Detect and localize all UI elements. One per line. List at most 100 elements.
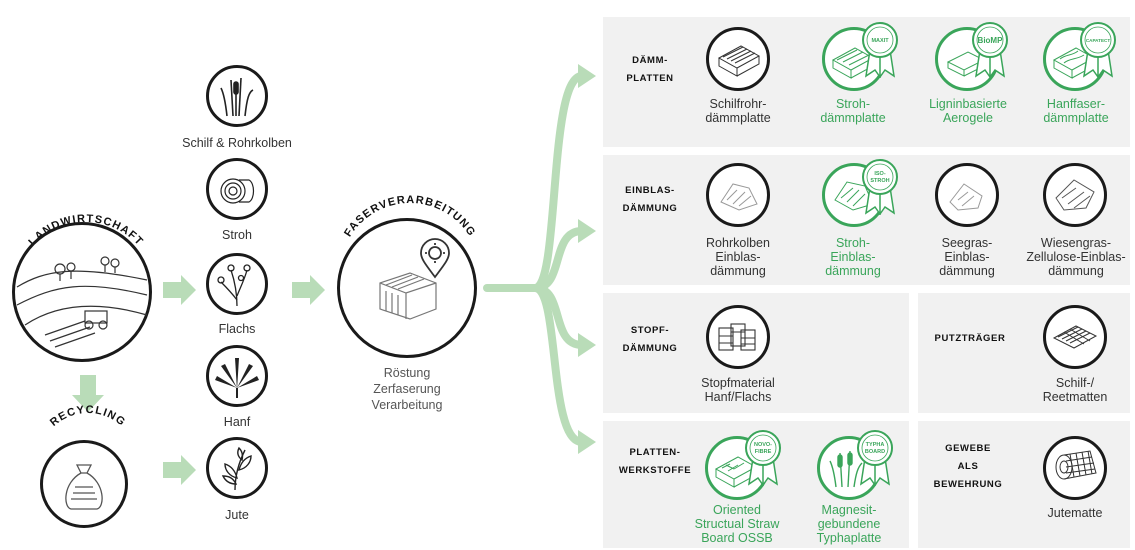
hemp-circle xyxy=(206,345,268,407)
category-line: STOPF- xyxy=(630,325,670,336)
product-label-stroheinblas: Stroh- Einblas- dämmung xyxy=(798,236,908,278)
reed-icon xyxy=(829,450,863,488)
product-text: Typhaplatte xyxy=(816,531,882,545)
insulation-board-icon xyxy=(717,45,761,77)
category-line: EINBLAS- xyxy=(625,185,675,196)
product-text: Hanffaser- xyxy=(1046,97,1106,111)
product-text: Einblas- xyxy=(715,250,761,264)
category-line: DÄMM- xyxy=(632,55,668,66)
category-line: DÄMMUNG xyxy=(622,203,678,214)
arrow-head xyxy=(578,333,596,357)
product-label-aerogele: Ligninbasierte Aerogele xyxy=(912,97,1024,125)
badge-text: STROH xyxy=(870,178,889,184)
product-text: dämmung xyxy=(939,264,995,278)
arrow-head xyxy=(578,64,596,88)
arrow-right xyxy=(163,275,196,305)
product-text: dämmplatte xyxy=(1043,111,1109,125)
straw-bale-icon xyxy=(220,178,255,204)
product-text: dämmung xyxy=(1048,264,1104,278)
branch-daemmplatten xyxy=(531,72,586,292)
reed-icon xyxy=(220,77,254,117)
award-badge-icon: CAPATECT xyxy=(1078,20,1118,83)
category-stopf: STOPF- DÄMMUNG xyxy=(610,322,690,358)
product-label-jutematte: Jutematte xyxy=(1047,506,1103,520)
recycling-title-arc: RECYCLING xyxy=(48,405,127,429)
category-putztraeger: PUTZTRÄGER xyxy=(925,330,1015,348)
category-line: BEWEHRUNG xyxy=(933,479,1003,490)
recycling-bag-icon xyxy=(65,464,103,510)
blown-insulation-icon xyxy=(949,183,983,211)
product-text: dämmplatte xyxy=(705,111,771,125)
product-text: Schilfrohr- xyxy=(709,97,767,111)
product-reetmatten xyxy=(1043,305,1107,369)
product-label-rohrkolben: Rohrkolben Einblas- dämmung xyxy=(683,236,793,278)
product-text: Structual Straw xyxy=(694,517,780,531)
product-text: Seegras- xyxy=(941,236,993,250)
product-text: Stopfmaterial xyxy=(701,376,775,390)
jute-roll-icon xyxy=(1055,450,1097,480)
product-text: Reetmatten xyxy=(1042,390,1108,404)
product-text: Einblas- xyxy=(830,250,876,264)
product-text: Zellulose-Einblas- xyxy=(1026,250,1126,264)
badge-text: NOVO- xyxy=(754,442,772,448)
product-text: Ligninbasierte xyxy=(929,97,1007,111)
product-wiesengras xyxy=(1043,163,1107,227)
product-rohrkolben xyxy=(706,163,770,227)
fiber-box-icon xyxy=(379,272,437,320)
product-text: Rohrkolben xyxy=(706,236,770,250)
jute-plant-icon xyxy=(221,446,252,491)
recycling-circle xyxy=(40,440,128,528)
product-jutematte xyxy=(1043,436,1107,500)
product-text: Oriented xyxy=(713,503,761,517)
product-text: dämmplatte xyxy=(820,111,886,125)
flax-icon xyxy=(217,264,251,307)
product-seegras xyxy=(935,163,999,227)
processing-step-2: Zerfaserung xyxy=(373,382,441,396)
category-line: DÄMMUNG xyxy=(622,343,678,354)
product-schilfrohr xyxy=(706,27,770,91)
recycling-label: RECYCLING xyxy=(48,405,127,429)
award-badge-icon: ISO- STROH xyxy=(860,157,900,220)
branch-platten xyxy=(531,284,586,446)
stuffing-bundle-icon xyxy=(718,323,756,351)
badge-text: FIBRE xyxy=(755,449,772,455)
category-einblas: EINBLAS- DÄMMUNG xyxy=(610,182,690,218)
product-stopfmaterial xyxy=(706,305,770,369)
award-badge-icon: MAXIT xyxy=(860,20,900,83)
raw-label-jute: Jute xyxy=(225,508,249,522)
category-platten: PLATTEN- WERKSTOFFE xyxy=(610,444,700,480)
product-label-stopfmaterial: Stopfmaterial Hanf/Flachs xyxy=(683,376,793,404)
arrow-head xyxy=(578,430,596,454)
award-badge-icon: BioMP xyxy=(970,20,1010,83)
raw-label-stroh: Stroh xyxy=(222,228,252,242)
product-label-wiesengras: Wiesengras- Zellulose-Einblas- dämmung xyxy=(1018,236,1134,278)
raw-label-hanf: Hanf xyxy=(223,415,251,429)
location-pin-icon xyxy=(420,238,450,279)
product-text: Einblas- xyxy=(944,250,990,264)
category-line: PLATTEN- xyxy=(629,447,681,458)
product-label-strohplatte: Stroh- dämmplatte xyxy=(798,97,908,125)
product-text: dämmung xyxy=(710,264,766,278)
product-label-hanfplatte: Hanffaser- dämmplatte xyxy=(1022,97,1130,125)
badge-text: ISO- xyxy=(874,171,885,177)
arrow-down xyxy=(72,375,104,412)
product-label-seegras: Seegras- Einblas- dämmung xyxy=(912,236,1022,278)
product-label-typhaplatte: Magnesit- gebundene Typhaplatte xyxy=(794,503,904,545)
product-text: Hanf/Flachs xyxy=(704,390,772,404)
product-text: Board OSSB xyxy=(701,531,773,545)
product-text: Wiesengras- xyxy=(1040,236,1112,250)
product-label-schilfrohr: Schilfrohr- dämmplatte xyxy=(683,97,793,125)
category-daemmplatten: DÄMM- PLATTEN xyxy=(610,52,690,88)
straw-circle xyxy=(206,158,268,220)
processing-circle xyxy=(337,218,477,358)
category-line: PUTZTRÄGER xyxy=(934,333,1006,344)
product-text: Schilf-/ xyxy=(1055,376,1095,390)
product-text: dämmung xyxy=(825,264,881,278)
product-label-ossb: Oriented Structual Straw Board OSSB xyxy=(680,503,794,545)
badge-text: BOARD xyxy=(865,449,885,455)
blown-insulation-icon xyxy=(1055,179,1095,211)
award-badge-icon: NOVO- FIBRE xyxy=(743,428,783,491)
raw-label-flachs: Flachs xyxy=(218,322,256,336)
category-line: PLATTEN xyxy=(626,73,674,84)
